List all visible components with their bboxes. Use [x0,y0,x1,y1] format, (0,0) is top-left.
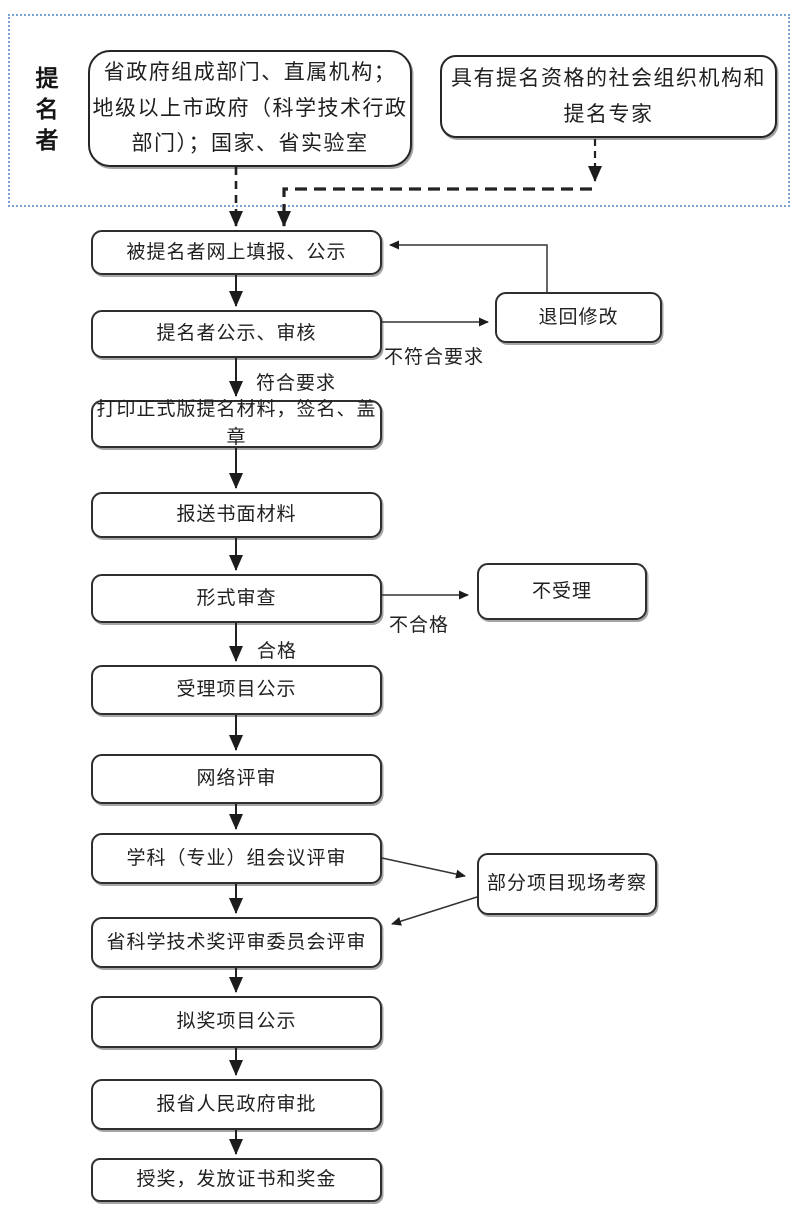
flow-step-accepted-publicity-box: 受理项目公示 [91,665,382,715]
flow-step-online-evaluation-box: 网络评审 [91,754,382,804]
site-inspection-box: 部分项目现场考察 [477,853,657,915]
return-revise-box: 退回修改 [495,292,662,343]
connector-return-revise-to-filing [389,240,548,292]
flow-step-award-certificate-box: 授奖，发放证书和奖金 [91,1158,382,1202]
edge-label-qualified: 合格 [257,641,298,662]
flow-step-discipline-group-review-box: 学科（专业）组会议评审 [91,833,382,884]
flow-step-print-sign-seal-box: 打印正式版提名材料，签名、盖章 [91,399,382,448]
edge-label-not-compliant: 不符合要求 [384,347,485,368]
edge-label-unqualified: 不合格 [389,615,450,636]
dashed-connector-social-to-filing [277,187,592,227]
arrow-discipline-to-inspection [381,857,466,879]
flow-step-submit-paper-box: 报送书面材料 [91,492,382,538]
flow-step-online-filing-box: 被提名者网上填报、公示 [91,230,382,275]
arrow-inspection-to-committee [391,896,478,926]
flow-step-nominator-review-box: 提名者公示、审核 [91,310,382,358]
reject-box: 不受理 [477,563,647,620]
nominator-government-box: 省政府组成部门、直属机构； 地级以上市政府（科学技术行政 部门）；国家、省实验室 [88,50,412,167]
nominator-dotted-container [8,14,790,207]
flow-step-proposed-award-publicity-box: 拟奖项目公示 [91,996,382,1048]
edge-label-compliant: 符合要求 [256,373,337,394]
nominator-social-box: 具有提名资格的社会组织机构和 提名专家 [440,55,777,138]
flow-step-government-approval-box: 报省人民政府审批 [91,1079,382,1130]
flow-step-award-committee-review-box: 省科学技术奖评审委员会评审 [91,917,382,968]
nominator-vertical-label: 提名者 [35,66,59,153]
flow-step-format-check-box: 形式审查 [91,574,382,623]
